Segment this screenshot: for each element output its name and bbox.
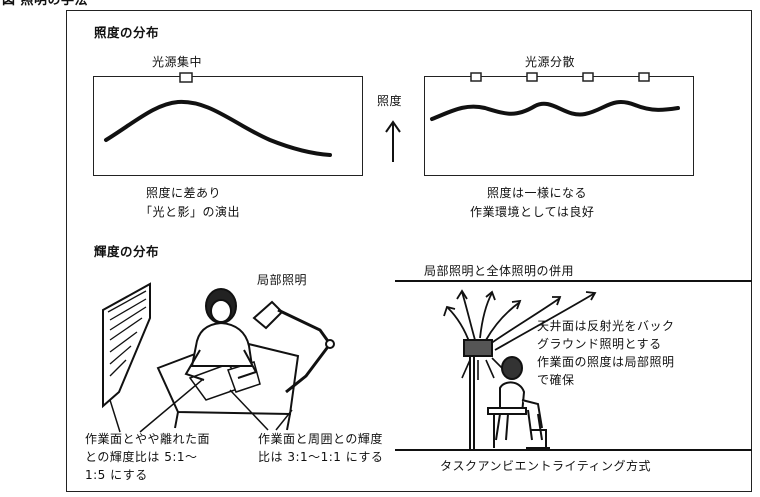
ratio-note-right-1: 作業面と周囲との輝度 bbox=[258, 432, 383, 446]
dispersed-caption-1: 照度は一様になる bbox=[487, 186, 588, 200]
pointer-line bbox=[109, 399, 121, 433]
pointer-line bbox=[139, 379, 203, 433]
illuminance-heading: 照度の分布 bbox=[94, 25, 160, 40]
ceiling-lamp-icon bbox=[179, 72, 193, 83]
ceiling-lamp-icon bbox=[582, 72, 594, 82]
floor-lamp-icon bbox=[463, 339, 493, 450]
task-ambient-method-label: タスクアンビエントライティング方式 bbox=[440, 459, 652, 473]
seated-person-illustration bbox=[487, 356, 550, 449]
pointer-line bbox=[275, 409, 293, 431]
ceiling-lamp-icon bbox=[638, 72, 650, 82]
ceiling-description-1: 天井面は反射光をバック bbox=[537, 319, 675, 333]
concentrated-caption-1: 照度に差あり bbox=[146, 186, 222, 200]
desk-lamp-icon bbox=[252, 300, 335, 394]
figure-frame bbox=[66, 10, 752, 492]
dispersed-light-panel bbox=[424, 76, 694, 176]
dispersed-light-label: 光源分散 bbox=[525, 55, 576, 69]
luminance-heading: 輝度の分布 bbox=[94, 244, 160, 259]
ceiling-description-4: で確保 bbox=[537, 373, 575, 387]
person-at-desk-illustration bbox=[184, 288, 258, 381]
figure-title: 図 照明の手法 bbox=[2, 0, 89, 8]
concentrated-illuminance-curve bbox=[104, 99, 332, 157]
concentrated-light-panel bbox=[93, 76, 363, 176]
combined-lighting-title: 局部照明と全体照明の併用 bbox=[424, 264, 575, 278]
up-arrow-icon bbox=[385, 120, 401, 162]
concentrated-caption-2: 「光と影」の演出 bbox=[140, 205, 241, 219]
dispersed-caption-2: 作業環境としては良好 bbox=[470, 205, 595, 219]
local-lighting-label: 局部照明 bbox=[257, 273, 308, 287]
concentrated-light-label: 光源集中 bbox=[152, 55, 203, 69]
ceiling-description-3: 作業面の照度は局部照明 bbox=[537, 355, 675, 369]
ceiling-lamp-icon bbox=[470, 72, 482, 82]
reflected-light-arrows-icon bbox=[443, 289, 597, 351]
pointer-line bbox=[229, 389, 269, 431]
ratio-note-right-2: 比は 3:1〜1:1 にする bbox=[258, 450, 384, 464]
ceiling-description-2: グラウンド照明とする bbox=[537, 337, 662, 351]
ceiling-lamp-icon bbox=[526, 72, 538, 82]
ratio-note-left-3: 1:5 にする bbox=[85, 468, 148, 482]
ratio-note-left-1: 作業面とやや離れた面 bbox=[85, 432, 211, 446]
dispersed-illuminance-curve bbox=[430, 100, 680, 121]
illuminance-axis-label: 照度 bbox=[377, 94, 403, 108]
wall-panel-illustration bbox=[102, 282, 151, 409]
ratio-note-left-2: との輝度比は 5:1〜 bbox=[85, 450, 198, 464]
papers-icon bbox=[188, 361, 261, 401]
